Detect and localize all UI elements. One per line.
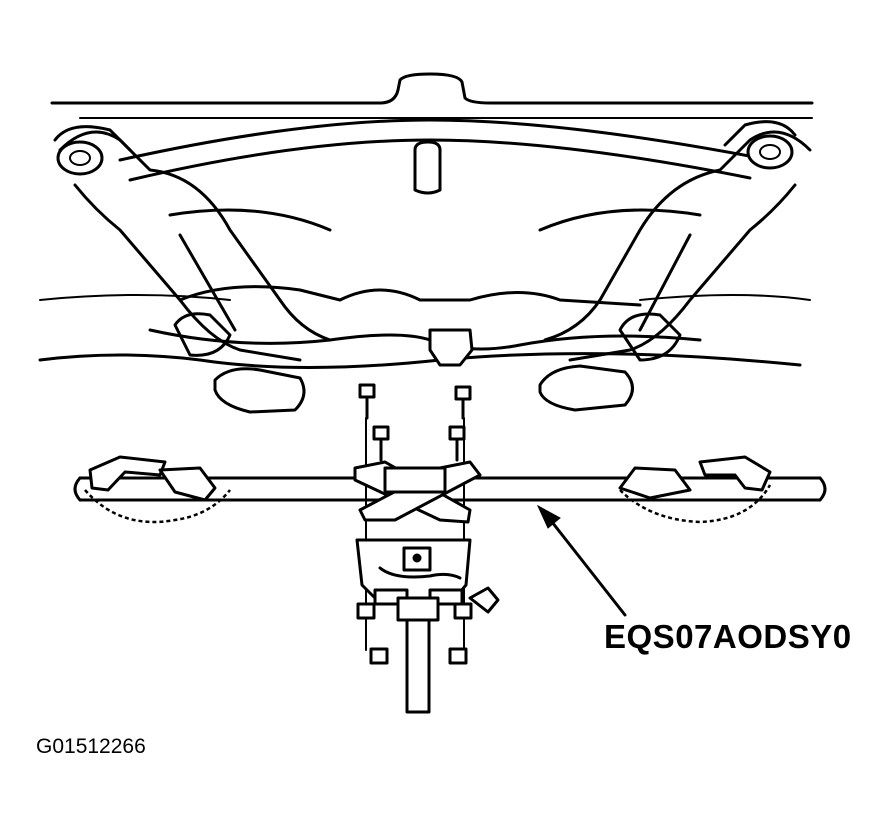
bolt-upper-left <box>358 383 376 420</box>
bolt-upper-right <box>454 385 472 420</box>
bolt-lower-left <box>372 425 390 462</box>
figure-id: G01512266 <box>36 735 146 758</box>
vehicle-subframe <box>38 72 814 414</box>
mounting-bolts <box>358 383 472 651</box>
callout-arrow <box>536 504 627 617</box>
center-brackets <box>353 460 482 524</box>
transmission-jack <box>355 538 500 714</box>
bolt-lower-right <box>448 425 466 462</box>
callout-label: EQS07AODSY0 <box>604 618 852 655</box>
